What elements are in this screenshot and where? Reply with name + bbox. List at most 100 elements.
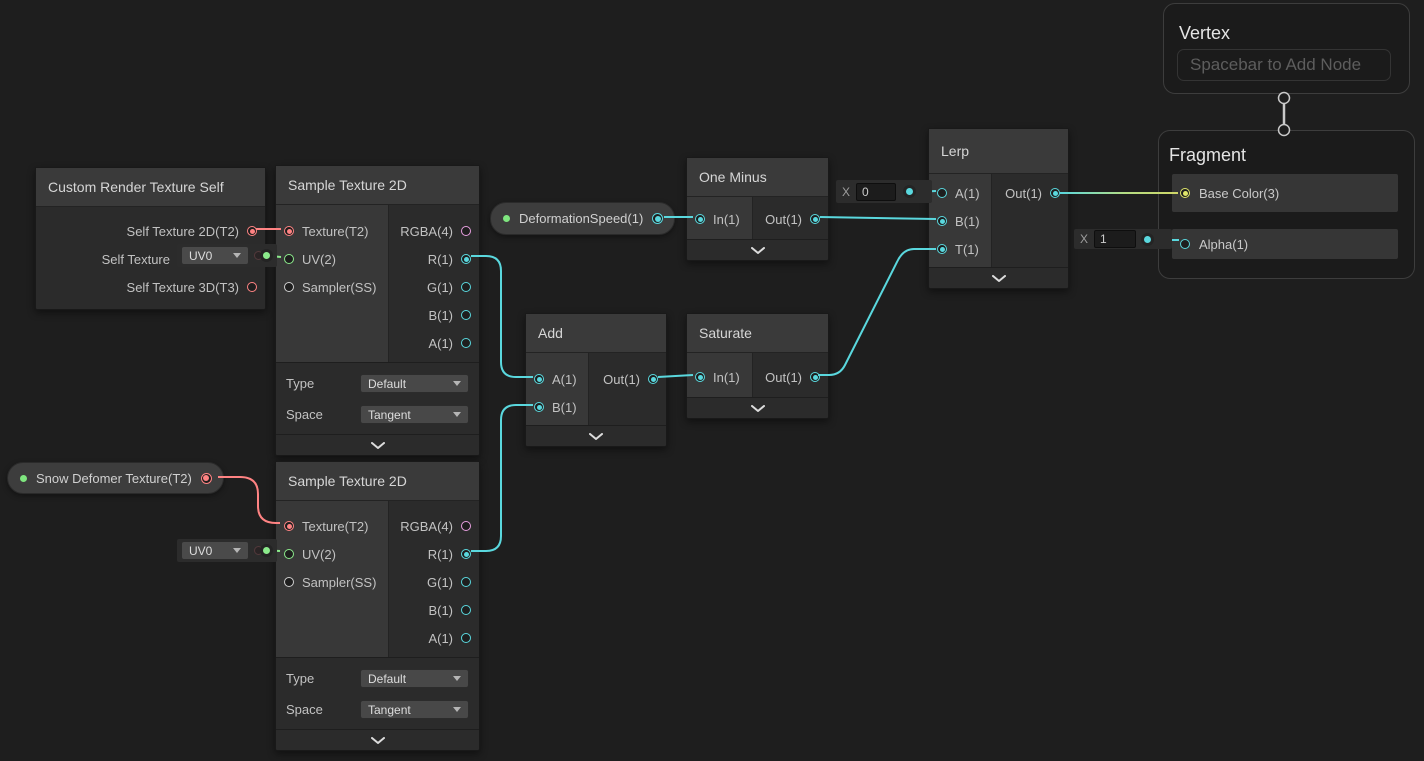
- port-row: Self Texture 2D(T2): [36, 217, 265, 245]
- port-label: Self Texture: [101, 251, 170, 267]
- output-port-out[interactable]: [810, 372, 820, 382]
- chevron-down-icon: [370, 441, 385, 449]
- collapse-chevron-button[interactable]: [526, 425, 666, 446]
- input-port-in[interactable]: [695, 372, 705, 382]
- edge-sample2-r-to-add-b[interactable]: [471, 404, 533, 552]
- input-port-sampler[interactable]: [284, 577, 294, 587]
- collapse-chevron-button[interactable]: [687, 239, 828, 260]
- node-one-minus[interactable]: One Minus In(1) Out(1): [686, 157, 829, 261]
- node-title: Saturate: [687, 314, 828, 353]
- property-output-port[interactable]: [652, 213, 664, 224]
- edge-saturate-out-to-lerp-t[interactable]: [818, 248, 936, 376]
- option-label: Space: [286, 702, 323, 717]
- edge-snowdeformer-to-texture[interactable]: [218, 476, 280, 524]
- port-label: A(1): [428, 630, 453, 646]
- node-vertex-stack[interactable]: Vertex Spacebar to Add Node: [1163, 3, 1410, 94]
- exposed-property-dot: [503, 215, 510, 222]
- port-label: Self Texture 2D(T2): [126, 223, 239, 239]
- chevron-down-icon: [370, 736, 385, 744]
- input-port-uv[interactable]: [284, 254, 294, 264]
- fragment-slot-base-color[interactable]: Base Color(3): [1172, 174, 1398, 212]
- output-port-out[interactable]: [810, 214, 820, 224]
- uv-channel-dropdown[interactable]: UV0: [181, 541, 249, 560]
- input-port-alpha[interactable]: [1180, 239, 1190, 249]
- property-node-snow-deformer-texture[interactable]: Snow Defomer Texture(T2): [7, 462, 224, 494]
- output-port-out[interactable]: [1050, 188, 1060, 198]
- lerp-a-default-field: X: [836, 180, 932, 203]
- collapse-chevron-button[interactable]: [687, 397, 828, 418]
- port-row: Self Texture: [36, 245, 265, 273]
- add-node-placeholder[interactable]: Spacebar to Add Node: [1177, 49, 1391, 81]
- node-title: Lerp: [929, 129, 1068, 174]
- value-connector-nub[interactable]: [906, 188, 914, 195]
- port-label: In(1): [713, 369, 740, 385]
- output-port-self-texture-3d[interactable]: [247, 282, 257, 292]
- port-label: A(1): [552, 371, 577, 387]
- edge-oneminus-out-to-lerp-b[interactable]: [819, 216, 937, 220]
- output-port-a[interactable]: [461, 633, 471, 643]
- output-port-r[interactable]: [461, 549, 471, 559]
- port-label: Texture(T2): [302, 223, 369, 239]
- chevron-down-icon: [453, 676, 461, 681]
- type-dropdown[interactable]: Default: [360, 374, 469, 393]
- uv-channel-dropdown[interactable]: UV0: [181, 246, 249, 265]
- node-lerp[interactable]: Lerp A(1) B(1) T(1) Out(1): [928, 128, 1069, 289]
- input-port-t[interactable]: [937, 244, 947, 254]
- port-label: Self Texture 3D(T3): [126, 279, 239, 295]
- output-port-g[interactable]: [461, 577, 471, 587]
- edge-sample1-r-to-add-a[interactable]: [471, 255, 533, 378]
- input-port-uv[interactable]: [284, 549, 294, 559]
- output-port-r[interactable]: [461, 254, 471, 264]
- input-port-a[interactable]: [937, 188, 947, 198]
- output-port-out[interactable]: [648, 374, 658, 384]
- input-port-texture[interactable]: [284, 226, 294, 236]
- input-port-sampler[interactable]: [284, 282, 294, 292]
- type-dropdown[interactable]: Default: [360, 669, 469, 688]
- node-sample-texture-2d-bottom[interactable]: Sample Texture 2D Texture(T2) UV(2) Samp…: [275, 461, 480, 751]
- input-port-in[interactable]: [695, 214, 705, 224]
- float-input-x[interactable]: [856, 182, 897, 201]
- uv-connector-nub[interactable]: [263, 252, 270, 259]
- space-dropdown[interactable]: Tangent: [360, 405, 469, 424]
- chevron-down-icon: [750, 246, 765, 254]
- output-port-a[interactable]: [461, 338, 471, 348]
- property-node-deformation-speed[interactable]: DeformationSpeed(1): [490, 202, 676, 235]
- input-port-texture[interactable]: [284, 521, 294, 531]
- port-label: R(1): [427, 546, 453, 562]
- x-component-label: X: [842, 184, 851, 199]
- edge-add-out-to-saturate-in[interactable]: [657, 374, 694, 378]
- uv-channel-field-top: UV0: [177, 244, 277, 267]
- output-port-g[interactable]: [461, 282, 471, 292]
- fragment-slot-alpha[interactable]: Alpha(1): [1172, 229, 1398, 259]
- node-fragment-stack[interactable]: Fragment Base Color(3) Alpha(1): [1158, 130, 1415, 279]
- node-custom-render-texture-self[interactable]: Custom Render Texture Self Self Texture …: [35, 167, 266, 310]
- node-add[interactable]: Add A(1) B(1) Out(1): [525, 313, 667, 447]
- collapse-chevron-button[interactable]: [276, 434, 479, 455]
- output-port-b[interactable]: [461, 310, 471, 320]
- port-label: G(1): [427, 574, 453, 590]
- chevron-down-icon: [233, 548, 241, 553]
- covered-port: [254, 251, 263, 260]
- space-dropdown[interactable]: Tangent: [360, 700, 469, 719]
- output-port-self-texture-2d[interactable]: [247, 226, 257, 236]
- node-sample-texture-2d-top[interactable]: Sample Texture 2D Texture(T2) UV(2) Samp…: [275, 165, 480, 456]
- input-port-b[interactable]: [534, 402, 544, 412]
- chevron-down-icon: [453, 381, 461, 386]
- port-label: UV(2): [302, 546, 336, 562]
- collapse-chevron-button[interactable]: [929, 267, 1068, 288]
- property-output-port[interactable]: [200, 472, 212, 484]
- node-saturate[interactable]: Saturate In(1) Out(1): [686, 313, 829, 419]
- output-port-rgba[interactable]: [461, 226, 471, 236]
- uv-connector-nub[interactable]: [263, 547, 270, 554]
- collapse-chevron-button[interactable]: [276, 729, 479, 750]
- value-connector-nub[interactable]: [1144, 235, 1152, 243]
- output-port-b[interactable]: [461, 605, 471, 615]
- output-port-rgba[interactable]: [461, 521, 471, 531]
- input-port-b[interactable]: [937, 216, 947, 226]
- port-label: In(1): [713, 211, 740, 227]
- port-label: B(1): [428, 602, 453, 618]
- float-input-x[interactable]: [1094, 230, 1137, 248]
- input-port-base-color[interactable]: [1180, 188, 1190, 198]
- input-port-a[interactable]: [534, 374, 544, 384]
